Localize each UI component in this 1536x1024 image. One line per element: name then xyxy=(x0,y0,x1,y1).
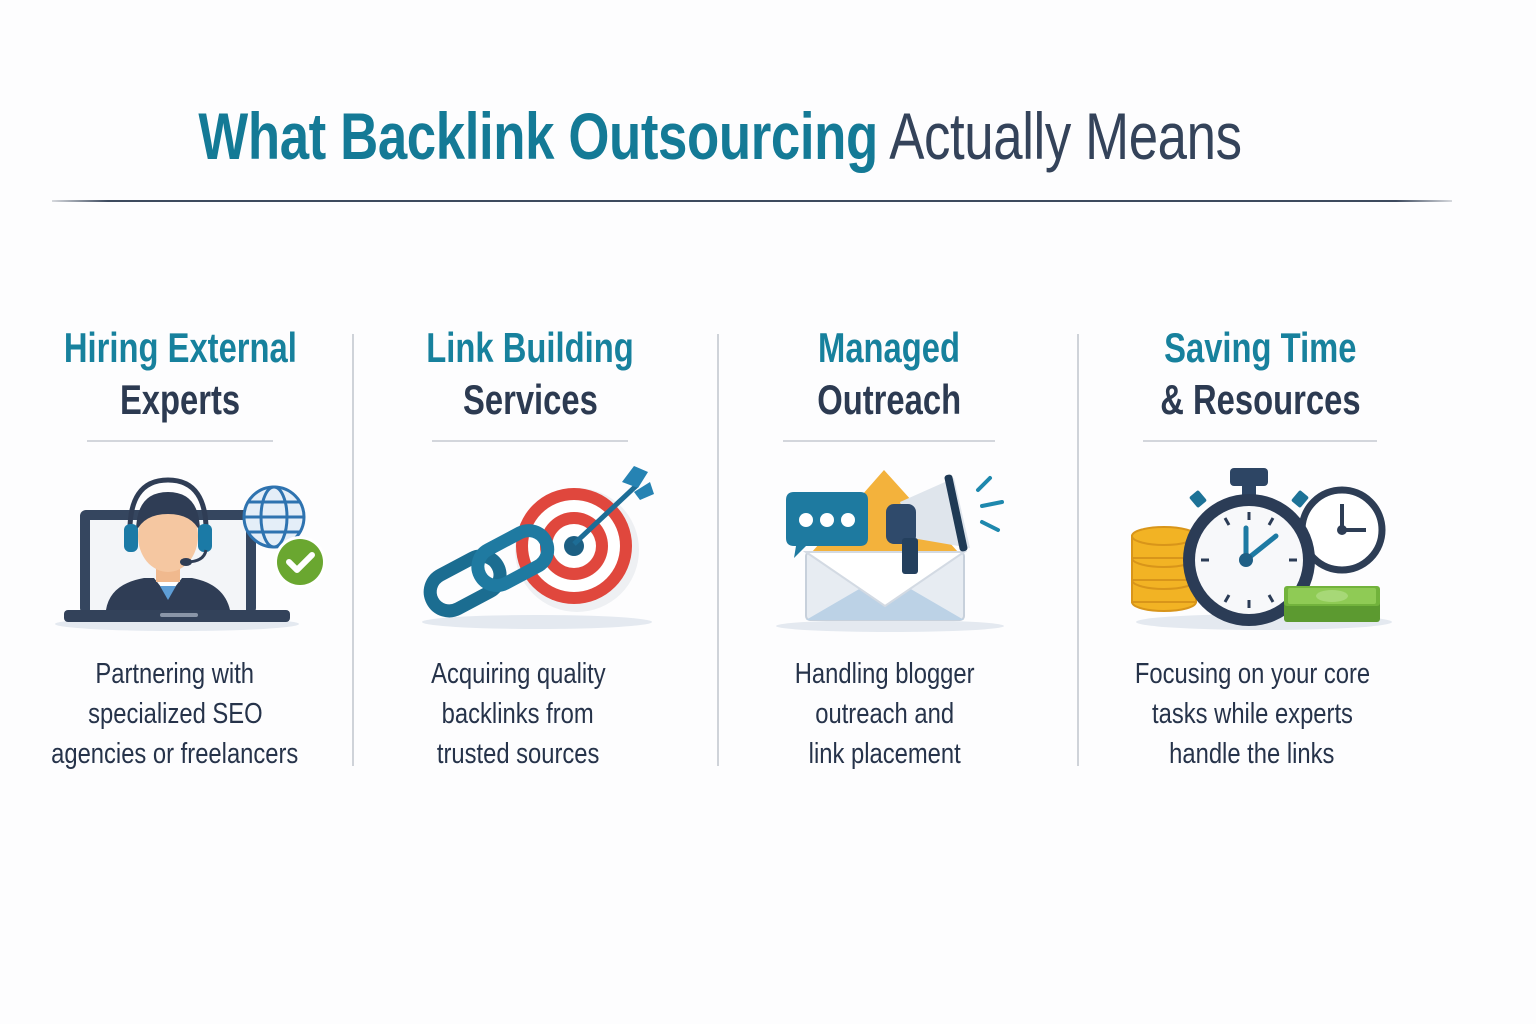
page-title: What Backlink Outsourcing Actually Means xyxy=(0,96,1440,176)
heading-underline xyxy=(87,440,273,442)
column-divider xyxy=(352,334,354,766)
column-hiring-external-experts: Hiring External Experts xyxy=(30,322,330,442)
envelope-megaphone-icon xyxy=(776,470,1004,632)
column-description: Partnering with specialized SEO agencies… xyxy=(51,658,299,770)
chain-link-target-icon xyxy=(422,466,654,629)
column-divider xyxy=(1077,334,1079,766)
title-divider xyxy=(52,200,1452,202)
heading-underline xyxy=(783,440,995,442)
column-heading-line2: Outreach xyxy=(817,376,961,423)
column-heading-line1: Hiring External xyxy=(63,324,297,371)
column-divider xyxy=(717,334,719,766)
heading-underline xyxy=(432,440,628,442)
heading-underline xyxy=(1143,440,1377,442)
column-heading-line1: Managed xyxy=(818,324,960,371)
column-heading-line1: Saving Time xyxy=(1163,324,1357,371)
column-description: Handling blogger outreach and link place… xyxy=(795,658,975,770)
column-link-building-services: Link Building Services xyxy=(380,322,680,442)
title-rest: Actually Means xyxy=(889,99,1242,173)
column-description: Focusing on your core tasks while expert… xyxy=(1134,658,1370,770)
column-description: Acquiring quality backlinks from trusted… xyxy=(430,658,606,770)
title-accent: What Backlink Outsourcing xyxy=(198,99,878,173)
column-heading-line2: Experts xyxy=(119,376,241,423)
stopwatch-money-icon xyxy=(1131,468,1392,630)
column-heading-line2: & Resources xyxy=(1159,376,1361,423)
column-heading-line2: Services xyxy=(462,376,598,423)
column-managed-outreach: Managed Outreach xyxy=(739,322,1039,442)
support-agent-laptop-icon xyxy=(55,477,326,631)
column-saving-time-resources: Saving Time & Resources xyxy=(1110,322,1410,442)
column-heading-line1: Link Building xyxy=(426,324,634,371)
